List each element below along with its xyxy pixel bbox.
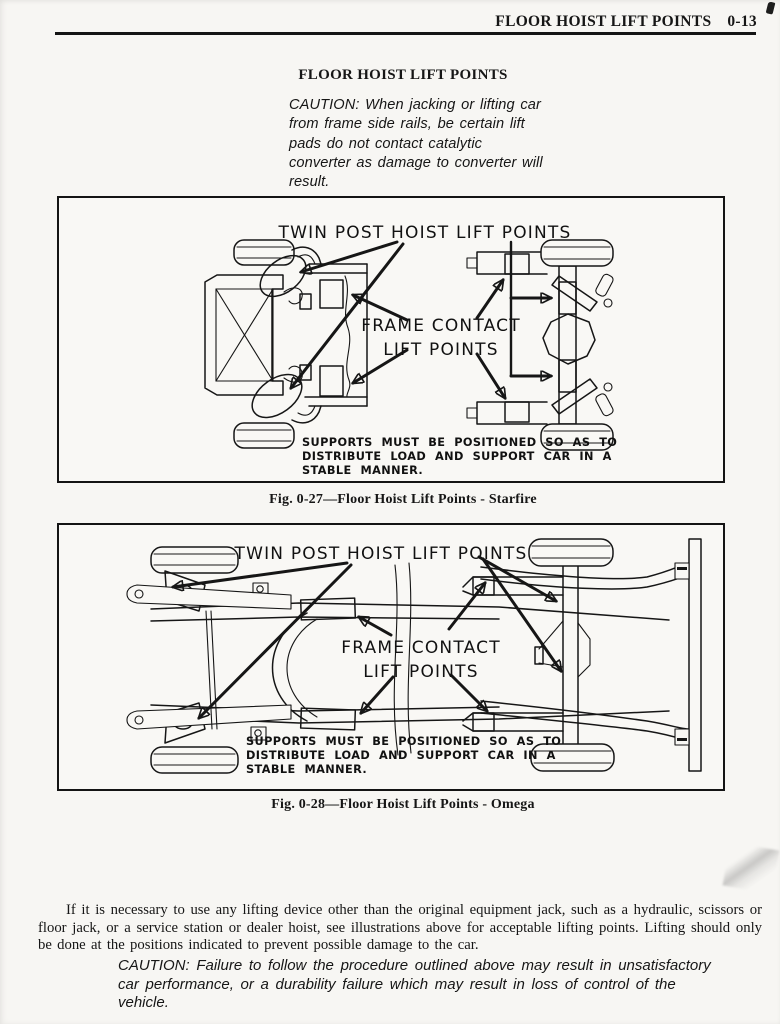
figure2-frame-contact-pads <box>299 576 564 732</box>
figure1-frame-contact-label-line2: LIFT POINTS <box>383 340 499 360</box>
figure1-pointer-arrows <box>291 240 551 398</box>
figure1-diagram: TWIN POST HOIST LIFT POINTS FRAME CONTAC… <box>204 223 617 477</box>
figure1-rear-wheels <box>540 239 614 451</box>
figure2-front-wheels <box>150 546 239 774</box>
figure2-caption: Fig. 0-28—Floor Hoist Lift Points - Omeg… <box>271 797 535 812</box>
figure1-caption: Fig. 0-27—Floor Hoist Lift Points - Star… <box>269 492 537 507</box>
figure1-front-wheels <box>233 239 295 449</box>
figure2-note-line1: SUPPORTS MUST BE POSITIONED SO AS TO <box>246 735 561 748</box>
figure1-note-line2: DISTRIBUTE LOAD AND SUPPORT CAR IN A <box>302 450 612 463</box>
caution-top-text: CAUTION: When jacking or lifting car fro… <box>289 97 543 191</box>
figure2-box: TWIN POST HOIST LIFT POINTS FRAME CONTAC… <box>57 523 725 791</box>
figure2-twin-post-label: TWIN POST HOIST LIFT POINTS <box>234 544 528 564</box>
figure2-frame-contact-label-line2: LIFT POINTS <box>363 662 479 682</box>
figure2-pointer-arrows <box>173 555 563 718</box>
page-header: FLOOR HOIST LIFT POINTS 0-13 <box>495 13 757 31</box>
figure2-note-line3: STABLE MANNER. <box>246 763 367 776</box>
figure1-note-line1: SUPPORTS MUST BE POSITIONED SO AS TO <box>302 436 617 449</box>
figure1-front-crossmember <box>204 274 284 396</box>
scan-artifact-smudge <box>722 841 780 895</box>
running-head-title: FLOOR HOIST LIFT POINTS <box>495 13 712 30</box>
figure2-note-line2: DISTRIBUTE LOAD AND SUPPORT CAR IN A <box>246 749 556 762</box>
figure1-note-line3: STABLE MANNER. <box>302 464 423 477</box>
figure1-rear-axle <box>542 265 614 425</box>
figure1-twin-post-label: TWIN POST HOIST LIFT POINTS <box>278 223 572 243</box>
figure1-frame-contact-pads-left <box>299 279 344 397</box>
scan-artifact-corner <box>765 1 776 15</box>
figure1-box: TWIN POST HOIST LIFT POINTS FRAME CONTAC… <box>57 196 725 483</box>
figure1-frame-sill <box>283 246 368 424</box>
section-title: FLOOR HOIST LIFT POINTS <box>298 67 508 83</box>
header-rule <box>55 32 756 35</box>
figure2-frame-contact-label-line1: FRAME CONTACT <box>341 638 501 658</box>
figure1-rear-horns <box>466 251 548 425</box>
body-paragraph: If it is necessary to use any lifting de… <box>38 902 762 954</box>
figure2-rear-wheels <box>528 538 615 772</box>
figure2-control-arms <box>126 570 292 744</box>
figure1-frame-contact-label-line1: FRAME CONTACT <box>361 316 521 336</box>
figure2-diagram: TWIN POST HOIST LIFT POINTS FRAME CONTAC… <box>126 538 702 776</box>
page-number: 0-13 <box>727 13 757 30</box>
caution-bottom-text: CAUTION: Failure to follow the procedure… <box>118 957 711 1012</box>
